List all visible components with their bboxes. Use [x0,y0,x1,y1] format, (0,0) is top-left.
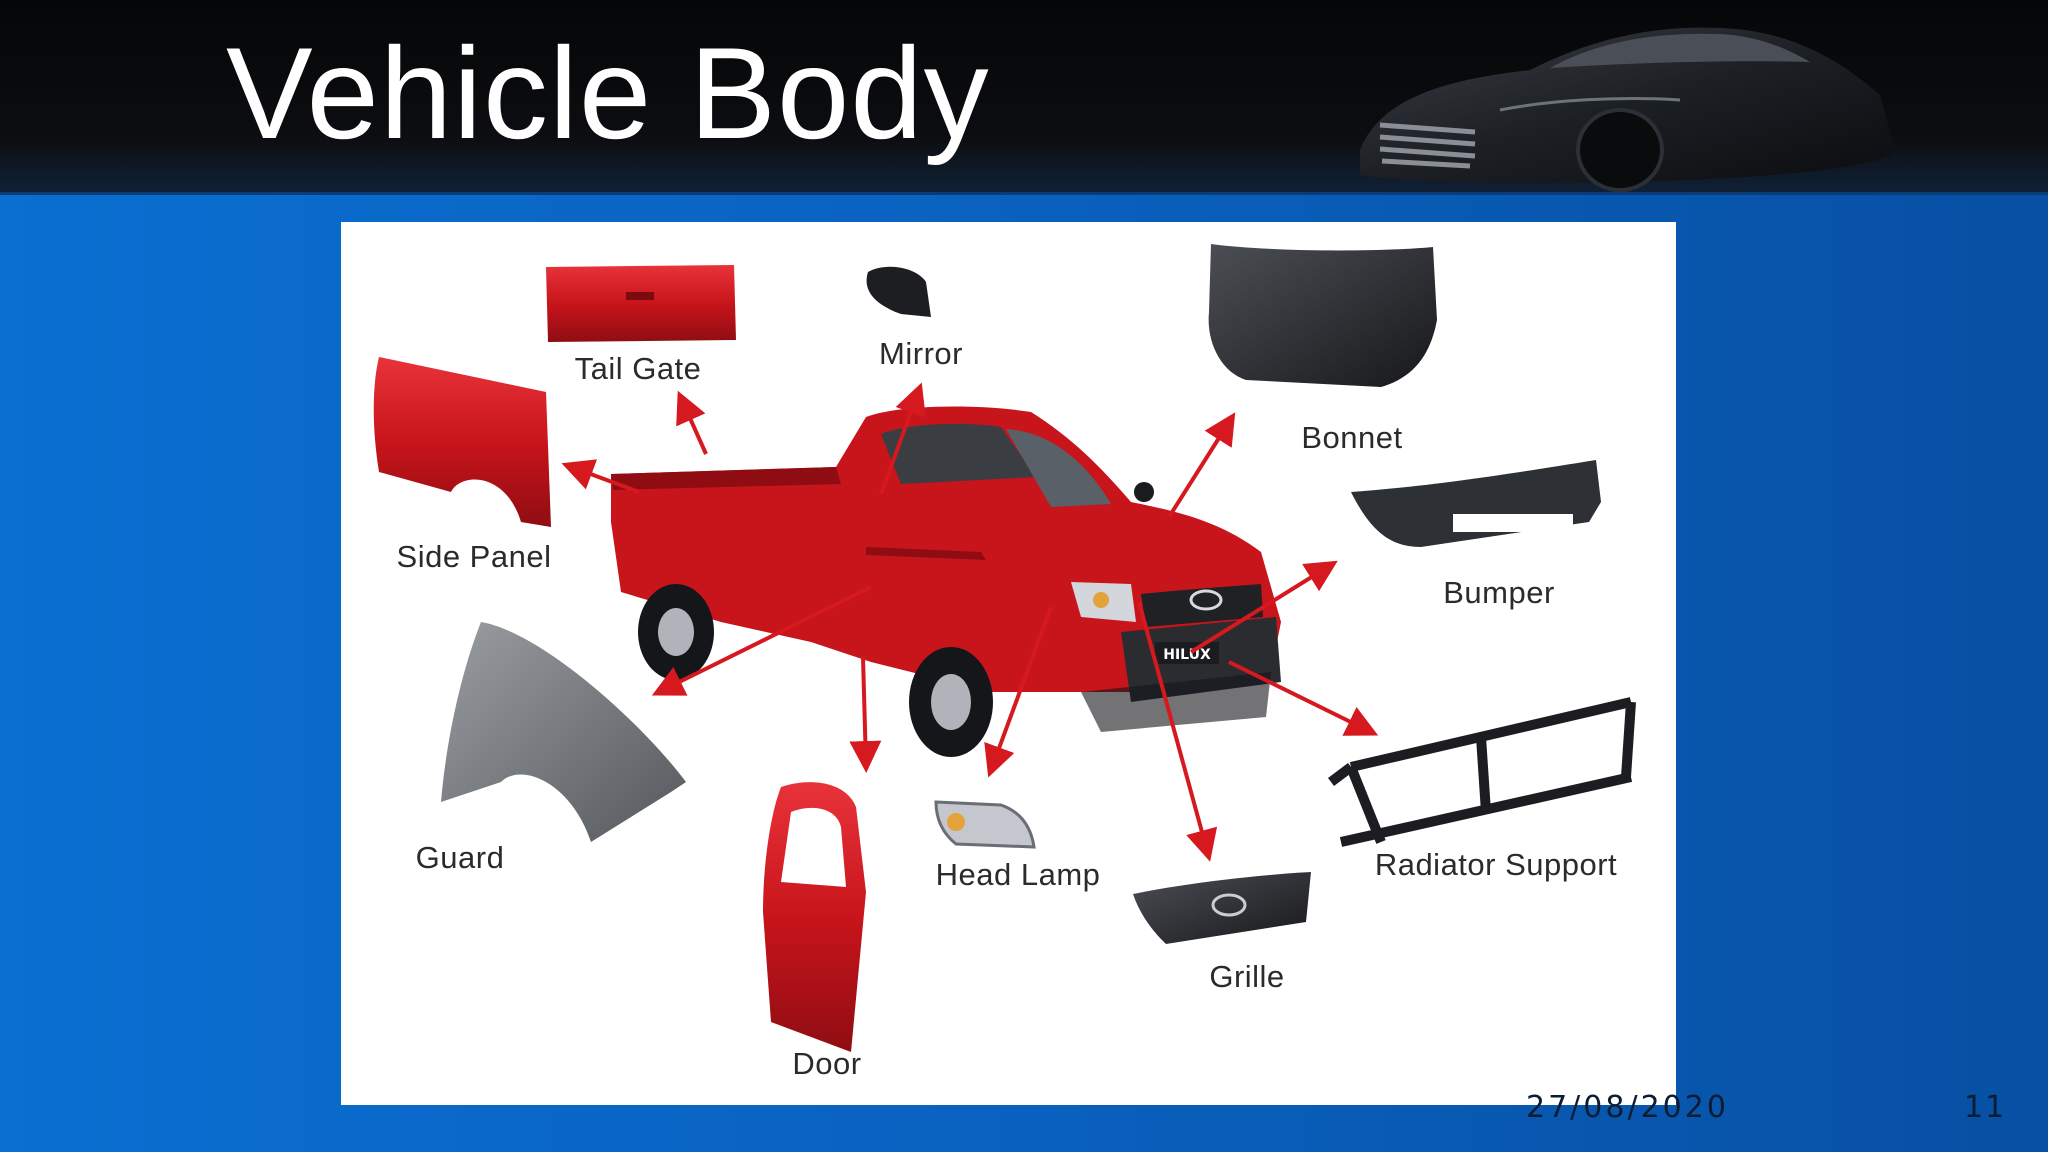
arrow-door [849,656,882,773]
label-radiator-support: Radiator Support [1375,847,1617,882]
arrow-tail-gate [676,390,708,455]
tail-gate-part [546,265,736,342]
grille-part [1133,872,1311,944]
guard-part [441,622,686,842]
slide-page-number: 11 [1964,1090,2007,1125]
concept-car-image [1360,27,1895,192]
label-tail-gate: Tail Gate [575,351,702,386]
truck-badge: HILUX [1163,647,1211,663]
arrow-radiator-support [1228,660,1379,736]
bumper-part [1351,460,1601,547]
slide-date: 27/08/2020 [1526,1090,1729,1125]
bonnet-part [1208,244,1437,387]
pickup-truck-image: HILUX [611,406,1281,757]
arrow-head-lamp [984,606,1053,778]
arrow-side-panel [561,459,640,494]
label-side-panel: Side Panel [397,539,552,574]
side-panel-part [373,357,551,527]
title-bar: Vehicle Body [0,0,2048,195]
label-grille: Grille [1209,959,1284,994]
door-part [763,782,866,1052]
label-mirror: Mirror [879,336,963,371]
mirror-part [866,266,931,317]
part-pointer-arrows [561,382,1379,862]
arrow-bonnet [1167,412,1236,519]
radiator-support-part [1328,697,1636,847]
label-bumper: Bumper [1443,575,1555,610]
arrow-bumper [1189,560,1338,654]
arrow-grille [1137,601,1218,862]
head-lamp-part [934,800,1036,849]
label-door: Door [792,1046,861,1081]
arrow-guard [651,585,872,696]
slide-title: Vehicle Body [226,20,990,166]
label-guard: Guard [416,840,505,875]
label-bonnet: Bonnet [1301,420,1402,455]
vehicle-parts-diagram: HILUX Tail Gate Mirror Bonnet Side Pan [341,222,1676,1105]
arrow-mirror [879,382,926,495]
label-head-lamp: Head Lamp [936,857,1101,892]
